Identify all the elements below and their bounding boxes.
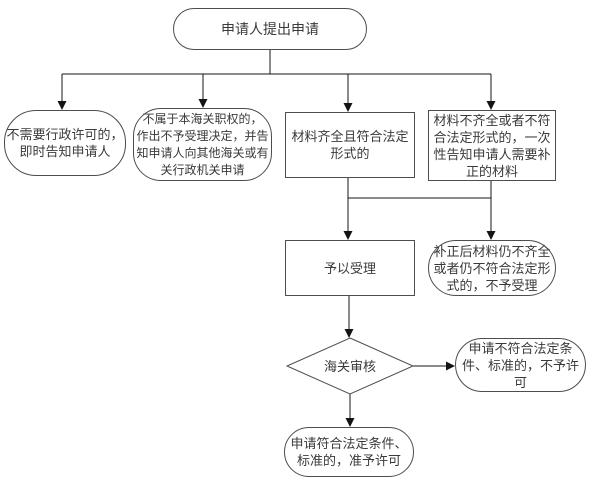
flow-node-review-label: 海关审核	[323, 358, 376, 374]
flow-node-approve: 申请符合法定条件、 标准的，准予许可	[284, 427, 414, 477]
decision-diamond	[285, 337, 415, 395]
flow-node-still-incomplete: 补正后材料仍不齐全 或者仍不符合法定形 式的，不予受理	[428, 240, 556, 296]
flow-node-accept: 予以受理	[285, 240, 415, 296]
flow-node-not-jurisdiction: 不属于本海关职权的， 作出不予受理决定，并告 知申请人向其他海关或有 关行政机关…	[133, 108, 272, 181]
flow-node-no-license-needed: 不需要行政许可的， 即时告知申请人	[4, 110, 126, 176]
flow-node-reject: 申请不符合法定条 件、标准的，不予许 可	[455, 338, 586, 392]
flow-node-materials-incomplete: 材料不齐全或者不符 合法定形式的，一次 性告知申请人需要补 正的材料	[428, 110, 556, 181]
flow-node-materials-complete: 材料齐全且符合法定 形式的	[285, 112, 415, 178]
flow-node-start: 申请人提出申请	[173, 8, 367, 50]
